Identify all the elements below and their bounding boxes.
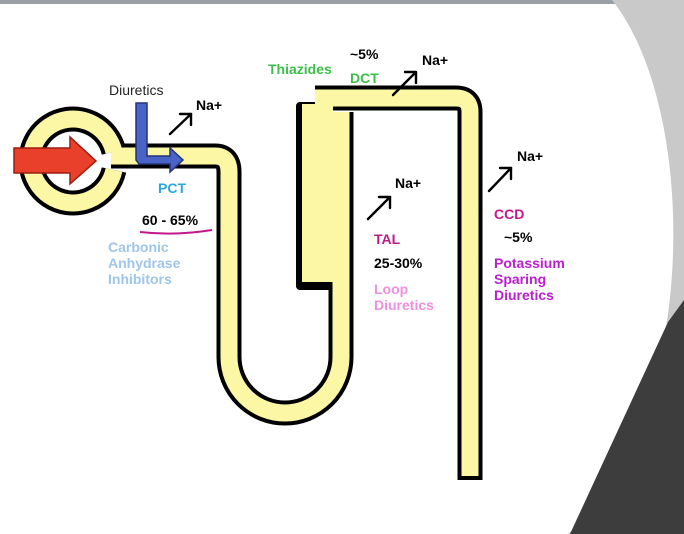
pct-percent-underline [140,230,212,234]
pct-label: PCT [158,180,186,196]
slide-decor-dark-shape [570,300,684,534]
top-border-strip [0,0,684,4]
ccd-drug-label: Potassium Sparing Diuretics [494,255,584,303]
ccd-label: CCD [494,206,524,222]
na-label-tal: Na+ [395,175,421,191]
na-arrow-icon-pct [170,114,191,134]
diuretics-label: Diuretics [109,82,163,98]
ccd-percent: ~5% [504,229,532,245]
tal-drug-label: Loop Diuretics [374,281,446,313]
na-label-pct: Na+ [196,97,222,113]
na-label-dct: Na+ [422,52,448,68]
tal-percent: 25-30% [374,255,422,271]
dct-label: DCT [350,70,379,86]
pct-percent: 60 - 65% [142,212,198,228]
pct-drug-label: Carbonic Anhydrase Inhibitors [108,239,213,287]
thiazides-label: Thiazides [268,61,332,77]
na-arrow-icon-ccd [489,168,511,191]
tal-label: TAL [374,231,400,247]
blue-bent-arrow-icon [136,103,183,172]
dct-percent: ~5% [350,46,378,62]
na-arrow-icon-tal [368,197,390,219]
na-label-ccd: Na+ [517,148,543,164]
